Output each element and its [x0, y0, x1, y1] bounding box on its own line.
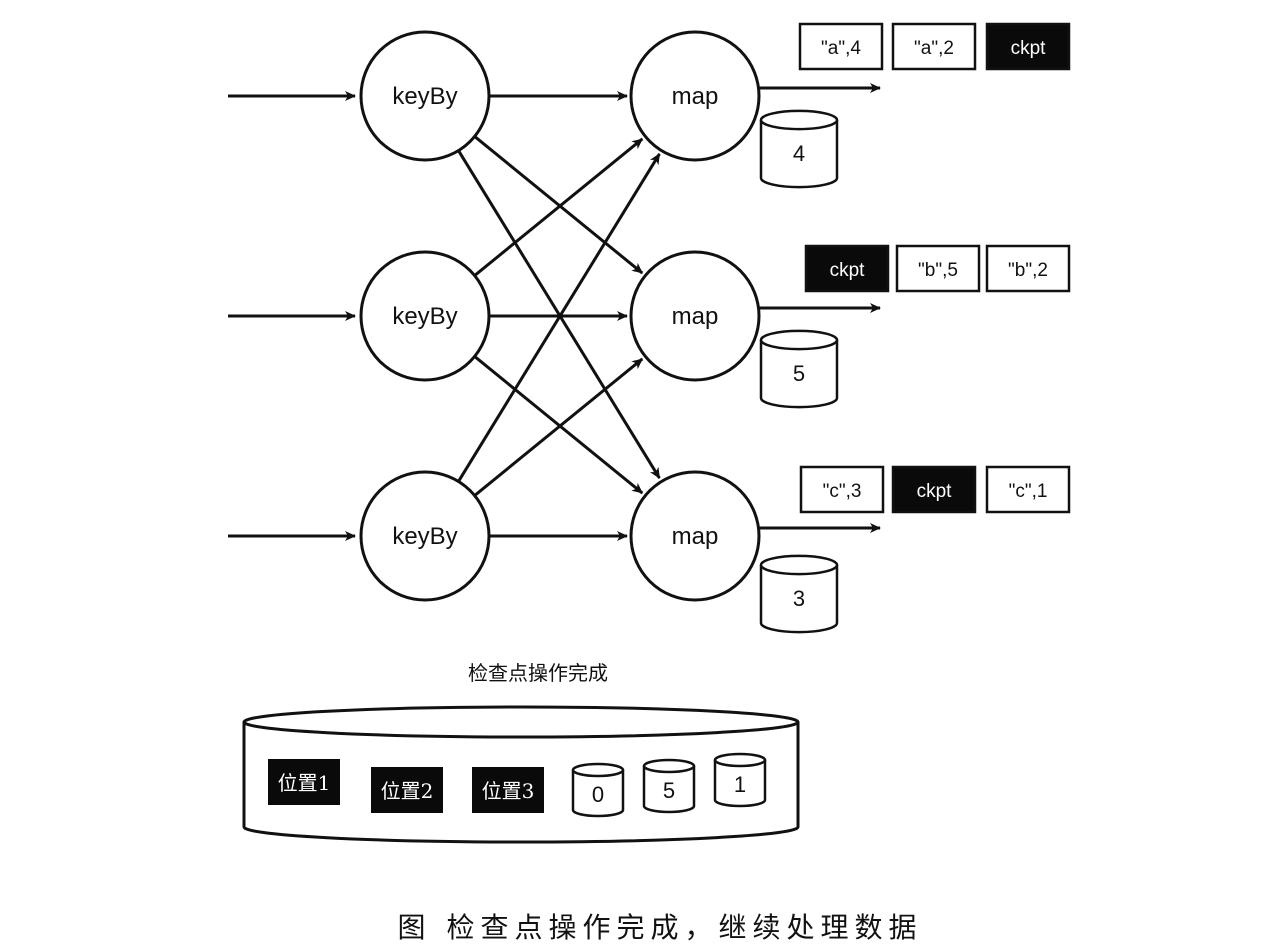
map-node-1: [629, 30, 761, 162]
keyby-node-1: [359, 30, 491, 162]
map-label: map: [672, 303, 719, 330]
stored-state-2: 5: [642, 758, 696, 814]
record-box: [985, 244, 1071, 293]
edge-keyby2-map3: [473, 355, 644, 495]
record-box: [891, 22, 977, 71]
checkpoint-barrier-box: [804, 244, 890, 293]
edge-keyby3-map2: [473, 357, 644, 497]
edge-keyby3-map1: [457, 153, 661, 483]
checkpoint-barrier: ckpt: [891, 465, 977, 514]
stored-state-3-top: [713, 752, 767, 768]
record-label: "c",1: [1009, 481, 1048, 502]
stored-position-label: 位置1: [278, 771, 331, 795]
map-label: map: [672, 83, 719, 110]
record-label: "a",2: [914, 38, 954, 59]
map-state-store-1: 4: [759, 109, 839, 189]
stored-position-box: [472, 767, 544, 813]
state-stores-layer: 4 5 3: [759, 109, 839, 634]
stored-state-1-body: [571, 770, 625, 818]
stream-record: "c",1: [985, 465, 1071, 514]
keyby-label: keyBy: [392, 303, 457, 330]
stored-state-3: 1: [713, 752, 767, 808]
stored-position-box: [371, 767, 443, 813]
map-state-store-1-value: 4: [793, 141, 805, 166]
edge-keyby1-map3: [457, 149, 661, 479]
stream-record: "a",2: [891, 22, 977, 71]
map-state-store-3-value: 3: [793, 586, 805, 611]
stored-position-label: 位置3: [482, 779, 535, 803]
record-box: [985, 465, 1071, 514]
checkpoint-complete-label: 检查点操作完成: [468, 661, 608, 685]
keyby-node-2: [359, 250, 491, 382]
stored-state-2-value: 5: [663, 778, 675, 803]
stored-position-1: 位置1: [268, 759, 340, 805]
stream-record: "a",4: [798, 22, 884, 71]
map-state-store-2: 5: [759, 329, 839, 409]
stream-record: "c",3: [799, 465, 885, 514]
stored-state-2-top: [642, 758, 696, 774]
edge-keyby1-map2: [473, 135, 644, 275]
map-state-store-3-top: [759, 554, 839, 576]
record-box: [798, 22, 884, 71]
edge-keyby2-map1: [473, 137, 644, 277]
map-state-store-2-body: [759, 340, 839, 409]
edges-layer: [228, 83, 881, 541]
stored-state-2-body: [642, 766, 696, 814]
record-label: "c",3: [823, 481, 862, 502]
stored-position-label: 位置2: [381, 779, 434, 803]
record-label: ckpt: [830, 260, 866, 281]
checkpoint-barrier: ckpt: [804, 244, 890, 293]
nodes-layer: keyBy map keyBy map keyBy map: [359, 30, 761, 602]
record-label: "a",4: [821, 38, 861, 59]
stored-position-2: 位置2: [371, 767, 443, 813]
map-node-2: [629, 250, 761, 382]
map-state-store-1-top: [759, 109, 839, 131]
checkpoint-barrier-box: [985, 22, 1071, 71]
figure-caption: 图 检查点操作完成，继续处理数据: [398, 911, 923, 944]
map-state-store-1-body: [759, 120, 839, 189]
record-label: ckpt: [1011, 38, 1047, 59]
stored-state-1-top: [571, 762, 625, 778]
stored-state-1-value: 0: [592, 782, 604, 807]
stream-record: "b",2: [985, 244, 1071, 293]
record-box: [799, 465, 885, 514]
map-state-store-2-value: 5: [793, 361, 805, 386]
storage-drum-top: [242, 705, 800, 739]
checkpoint-barrier: ckpt: [985, 22, 1071, 71]
map-state-store-3: 3: [759, 554, 839, 634]
map-node-3: [629, 470, 761, 602]
record-label: ckpt: [917, 481, 953, 502]
record-label: "b",5: [918, 260, 958, 281]
output-streams-layer: "a",4 "a",2 ckpt ckpt "b",5 "b",2 "c",3 ckpt "c"…: [798, 22, 1071, 514]
keyby-label: keyBy: [392, 523, 457, 550]
map-state-store-3-body: [759, 565, 839, 634]
stored-position-box: [268, 759, 340, 805]
record-label: "b",2: [1008, 260, 1048, 281]
stored-state-3-body: [713, 760, 767, 808]
stored-state-3-value: 1: [734, 772, 746, 797]
stored-position-3: 位置3: [472, 767, 544, 813]
checkpoint-barrier-box: [891, 465, 977, 514]
record-box: [895, 244, 981, 293]
map-label: map: [672, 523, 719, 550]
stored-state-1: 0: [571, 762, 625, 818]
keyby-label: keyBy: [392, 83, 457, 110]
stream-record: "b",5: [895, 244, 981, 293]
checkpoint-storage: 位置1 位置2 位置3 0 5 1: [242, 705, 800, 844]
map-state-store-2-top: [759, 329, 839, 351]
keyby-node-3: [359, 470, 491, 602]
